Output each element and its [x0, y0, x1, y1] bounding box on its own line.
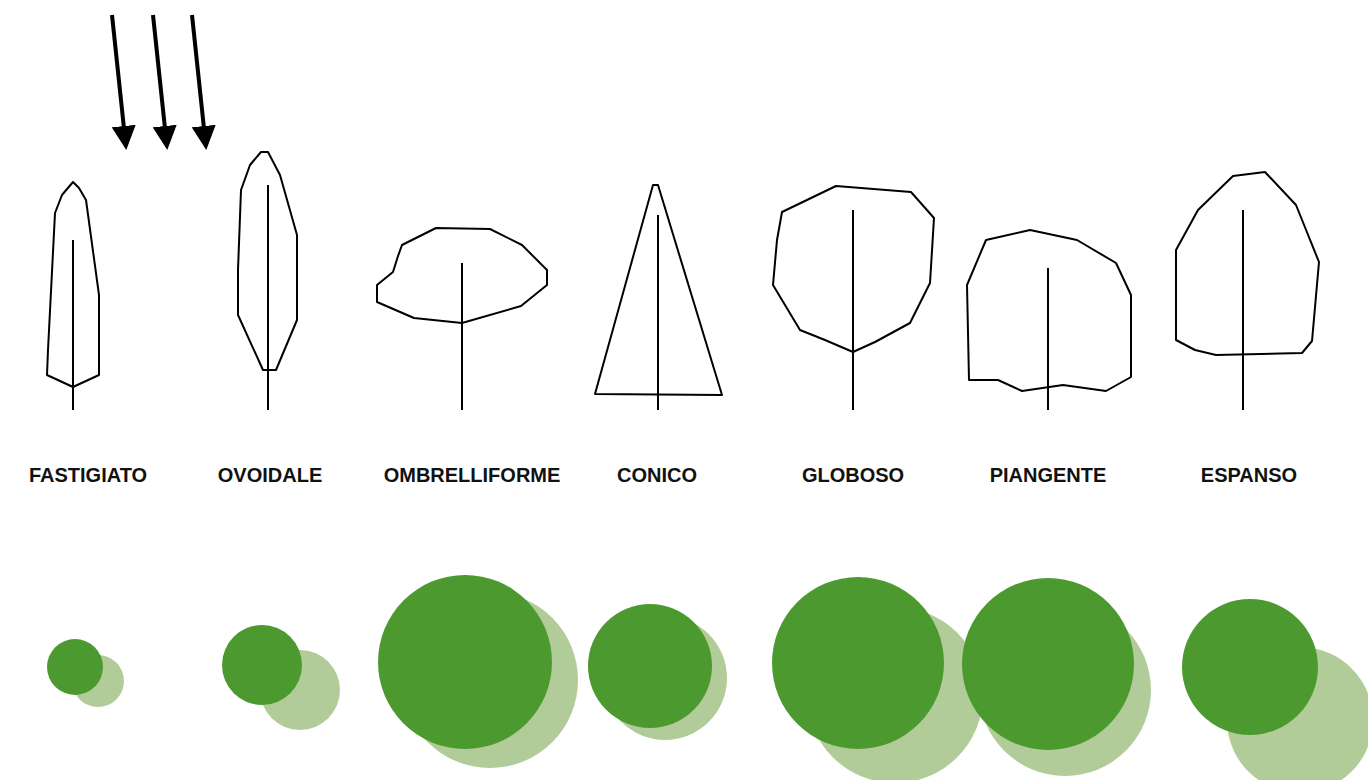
tree-outlines [47, 152, 1319, 410]
light-arrow [192, 15, 205, 138]
canopy-shadows [47, 575, 1368, 780]
light-arrow [153, 15, 166, 138]
light-arrows [112, 15, 205, 138]
shape-label: OVOIDALE [218, 463, 322, 487]
shape-label: ESPANSO [1201, 463, 1297, 487]
shape-label: PIANGENTE [990, 463, 1107, 487]
canopy-circle [222, 625, 302, 705]
trunk [267, 185, 269, 410]
canopy-circle [1182, 599, 1318, 735]
shape-label: FASTIGIATO [29, 463, 147, 487]
canopy-circle [588, 604, 712, 728]
canopy-circle [772, 577, 944, 749]
shape-label: OMBRELLIFORME [384, 463, 561, 487]
canopy-circle [378, 575, 552, 749]
canopy-circle [47, 639, 103, 695]
light-arrow [112, 15, 125, 138]
trunk [1242, 210, 1244, 410]
trunk [852, 210, 854, 410]
trunk [657, 215, 659, 410]
shape-label: GLOBOSO [802, 463, 904, 487]
canopy-circle [962, 578, 1134, 750]
crown-outline [1176, 172, 1319, 355]
trunk [72, 240, 74, 410]
trunk [461, 263, 463, 410]
shape-label: CONICO [617, 463, 697, 487]
trunk [1047, 268, 1049, 410]
